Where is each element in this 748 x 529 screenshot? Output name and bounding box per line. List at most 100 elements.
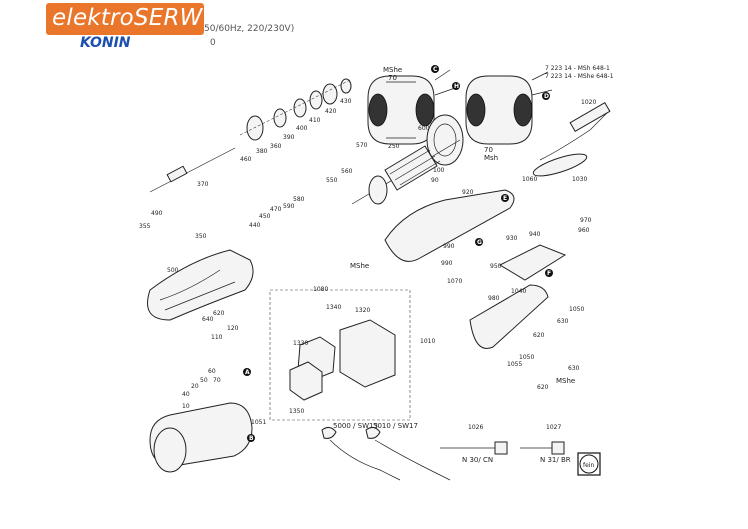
part-440: 440 (249, 222, 261, 229)
part-990: 990 (443, 243, 455, 250)
elektroserw-logo: elektroSERW KONIN (46, 3, 204, 55)
part-1027: 1027 (546, 424, 561, 431)
part-1010: 1010 (420, 338, 435, 345)
mshe-top-num: 70 (388, 74, 397, 82)
part-370: 370 (197, 181, 209, 188)
part-1055: 1055 (507, 361, 522, 368)
motor-housing (149, 402, 253, 473)
part-120: 120 (227, 325, 239, 332)
part-50: 50 (200, 377, 208, 384)
part-90: 90 (431, 177, 439, 184)
marker-g: G (475, 238, 483, 246)
logo-banner: elektroSERW (46, 3, 204, 35)
part-355: 355 (139, 223, 151, 230)
part-1070: 1070 (447, 278, 462, 285)
msh-label: Msh (484, 154, 498, 162)
svg-text:H: H (454, 83, 459, 90)
part-630: 630 (557, 318, 569, 325)
part-1040: 1040 (511, 288, 526, 295)
part-550: 550 (326, 177, 338, 184)
part-930: 930 (506, 235, 518, 242)
marker-h: H (452, 82, 460, 90)
part-1080: 1080 (313, 286, 328, 293)
part-570: 570 (356, 142, 368, 149)
part-250: 250 (388, 143, 400, 150)
part-620-b: 620 (533, 332, 545, 339)
part-470: 470 (270, 206, 282, 213)
gear-parts-row (239, 78, 352, 141)
part-1320: 1320 (355, 307, 370, 314)
reference-markers: A B C D E F G H (243, 65, 553, 442)
mshe-box-frame (269, 289, 411, 421)
order-code-2: 7 223 14 - MShe 648-1 (545, 73, 614, 80)
part-950: 950 (490, 263, 502, 270)
electronics-module (289, 319, 396, 401)
part-990-b: 990 (441, 260, 453, 267)
logo-text: elektroSERW (52, 5, 203, 31)
power-cable (532, 101, 611, 177)
marker-a: A (243, 368, 251, 376)
marker-b: B (247, 434, 255, 442)
part-630-b: 630 (568, 365, 580, 372)
msh-num: 70 (484, 146, 493, 154)
part-20: 20 (191, 383, 199, 390)
marker-f: F (545, 269, 553, 277)
svg-text:F: F (547, 270, 551, 277)
part-640: 640 (202, 316, 214, 323)
part-1026: 1026 (468, 424, 483, 431)
part-350: 350 (195, 233, 207, 240)
fein-logo: fein (577, 452, 601, 476)
svg-text:A: A (245, 369, 250, 376)
handle-assembly (384, 189, 549, 349)
part-500: 500 (167, 267, 179, 274)
part-560: 560 (341, 168, 353, 175)
wrench-sw13 (321, 426, 401, 481)
field-coil-msh (465, 71, 553, 145)
plug-br-label: N 31/ BR (540, 456, 571, 464)
header-spec-fragment: 50/60Hz, 220/230V) (204, 24, 295, 34)
wrench-sw17 (365, 426, 451, 481)
part-40: 40 (182, 391, 190, 398)
part-490: 490 (151, 210, 163, 217)
part-590: 590 (283, 203, 295, 210)
plug-cn-label: N 30/ CN (462, 456, 493, 464)
part-430: 430 (340, 98, 352, 105)
plug-br (520, 441, 565, 455)
svg-text:B: B (249, 435, 254, 442)
wrench-sw17-label: 5010 / SW17 (373, 422, 418, 430)
marker-c: C (431, 65, 439, 73)
marker-e: E (501, 194, 509, 202)
part-1350: 1350 (289, 408, 304, 415)
part-980: 980 (488, 295, 500, 302)
stator-ring (426, 114, 464, 166)
part-580: 580 (293, 196, 305, 203)
spindle-shaft (149, 147, 236, 193)
part-450: 450 (259, 213, 271, 220)
part-400: 400 (296, 125, 308, 132)
part-410: 410 (309, 117, 321, 124)
part-70: 70 (213, 377, 221, 384)
svg-text:G: G (477, 239, 482, 246)
part-390: 390 (283, 134, 295, 141)
logo-subtitle: KONIN (80, 35, 131, 51)
mshe-top-label: MShe (383, 66, 402, 74)
svg-text:D: D (544, 93, 549, 100)
wrench-sw13-label: 5000 / SW13 (333, 422, 378, 430)
mshe-bottom-label: MShe (556, 377, 575, 385)
fein-logo-text: fein (583, 462, 594, 469)
armature (351, 139, 461, 205)
part-940: 940 (529, 231, 541, 238)
header-code-fragment: 0 (210, 38, 216, 48)
part-970: 970 (580, 217, 592, 224)
mshe-box-label: MShe (350, 262, 369, 270)
part-number-labels: 10 20 40 50 60 70 90 100 110 120 250 350… (139, 98, 596, 431)
part-1030: 1030 (572, 176, 587, 183)
marker-d: D (542, 92, 550, 100)
gear-housing (147, 249, 254, 321)
part-110: 110 (211, 334, 223, 341)
part-10: 10 (182, 403, 190, 410)
part-460: 460 (240, 156, 252, 163)
part-920: 920 (462, 189, 474, 196)
